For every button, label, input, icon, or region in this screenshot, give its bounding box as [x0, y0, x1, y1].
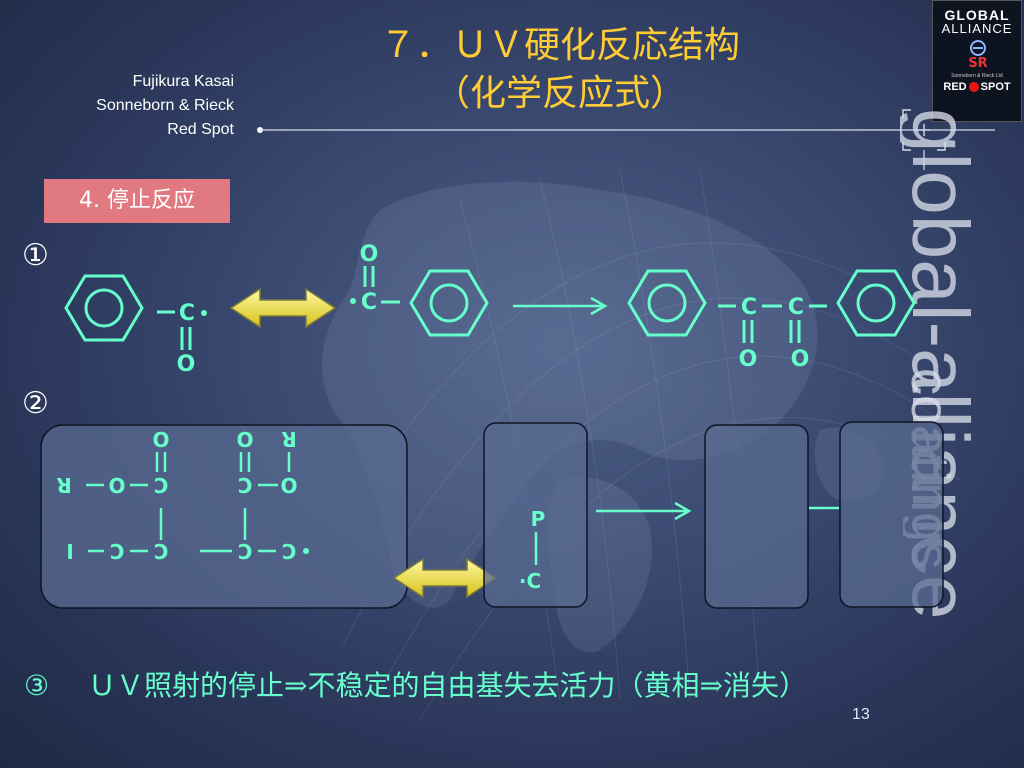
logo-line-2: ALLIANCE — [941, 21, 1013, 36]
alliance-emblem-icon: SR — [968, 40, 988, 69]
carbon-atom: C — [282, 539, 297, 563]
oxygen-atom: O — [360, 242, 379, 267]
carbon-atom: C — [154, 473, 169, 497]
oxygen-atom: O — [152, 427, 169, 451]
reaction-arrow-icon — [513, 296, 608, 316]
radical-carbon-label: ·C — [519, 569, 541, 593]
oxygen-atom: O — [280, 473, 297, 497]
reaction-number-2: ② — [22, 386, 49, 421]
red-dot-icon — [968, 82, 979, 93]
double-arrow-icon — [392, 557, 498, 599]
logo-company: Sonneborn & Rieck Ltd — [951, 73, 1003, 79]
polymer-label: P — [531, 507, 546, 531]
title-line-2: （化学反应式） — [433, 73, 686, 114]
section-tag: 4. 停止反应 — [44, 179, 230, 223]
initiator-structure-rotated: R O C O C C I C C C O O R — [56, 427, 309, 563]
reaction-number-3: ③ — [24, 669, 50, 702]
reaction-number-1: ① — [22, 238, 49, 273]
page-number: 13 — [852, 706, 870, 723]
r-group-label: R — [281, 427, 296, 451]
red-spot-right: SPOT — [980, 81, 1011, 93]
carbon-atom: C — [741, 295, 757, 320]
polymer-radical-panel — [483, 422, 588, 608]
radical-dot — [201, 310, 207, 316]
statement-text: ＵＶ照射的停止⇒不稳定的自由基失去活力（黄相⇒消失） — [88, 669, 807, 702]
oxygen-atom: O — [108, 473, 125, 497]
carbon-atom: C — [238, 539, 253, 563]
company-name: Fujikura Kasai — [132, 73, 234, 90]
product-panel-right — [839, 421, 944, 608]
carbon-atom: C — [110, 539, 125, 563]
radical-dot — [350, 298, 356, 304]
global-alliance-logo: GLOBAL ALLIANCE SR Sonneborn & Rieck Ltd… — [932, 0, 1022, 122]
company-name: Sonneborn & Rieck — [96, 97, 234, 114]
carbon-atom: C — [154, 539, 169, 563]
product-panel-left — [704, 424, 809, 609]
initiator-radical-panel — [40, 424, 408, 609]
double-arrow-icon — [229, 287, 337, 329]
red-spot-left: RED — [943, 81, 967, 93]
crosshair-icon — [902, 109, 946, 151]
benzene-ring-3 — [627, 269, 707, 337]
carbon-atom: C — [179, 301, 195, 326]
double-bond — [363, 266, 375, 287]
reaction-diagram: C O O C C C O O — [40, 242, 944, 609]
carbon-atom: C — [361, 290, 377, 315]
carbon-atom: C — [238, 473, 253, 497]
oxygen-atom: O — [236, 427, 253, 451]
i-group-label: I — [66, 539, 73, 563]
header-divider — [257, 109, 995, 170]
red-spot-brand: RED SPOT — [933, 81, 1021, 93]
title-line-1: ７．ＵＶ硬化反応结构 — [379, 25, 740, 66]
carbon-atom: C — [788, 295, 804, 320]
r-group-label: R — [56, 473, 71, 497]
benzene-ring-4 — [836, 269, 916, 337]
logo-line-1: GLOBAL — [944, 7, 1010, 23]
oxygen-atom: O — [177, 352, 196, 377]
reaction-arrow-icon — [596, 501, 692, 521]
double-bond — [742, 320, 801, 343]
double-bond — [180, 327, 192, 350]
oxygen-atom: O — [791, 347, 810, 372]
slide-title: ７．ＵＶ硬化反応结构 （化学反应式） — [260, 22, 860, 118]
company-list: Fujikura Kasai Sonneborn & Rieck Red Spo… — [96, 70, 234, 142]
svg-text:SR: SR — [968, 56, 987, 69]
benzene-ring-2 — [409, 269, 489, 337]
company-name: Red Spot — [167, 121, 234, 138]
benzene-ring-1 — [64, 274, 144, 342]
reaction-3-statement: ③ ＵＶ照射的停止⇒不稳定的自由基失去活力（黄相⇒消失） — [24, 664, 807, 704]
oxygen-atom: O — [739, 347, 758, 372]
